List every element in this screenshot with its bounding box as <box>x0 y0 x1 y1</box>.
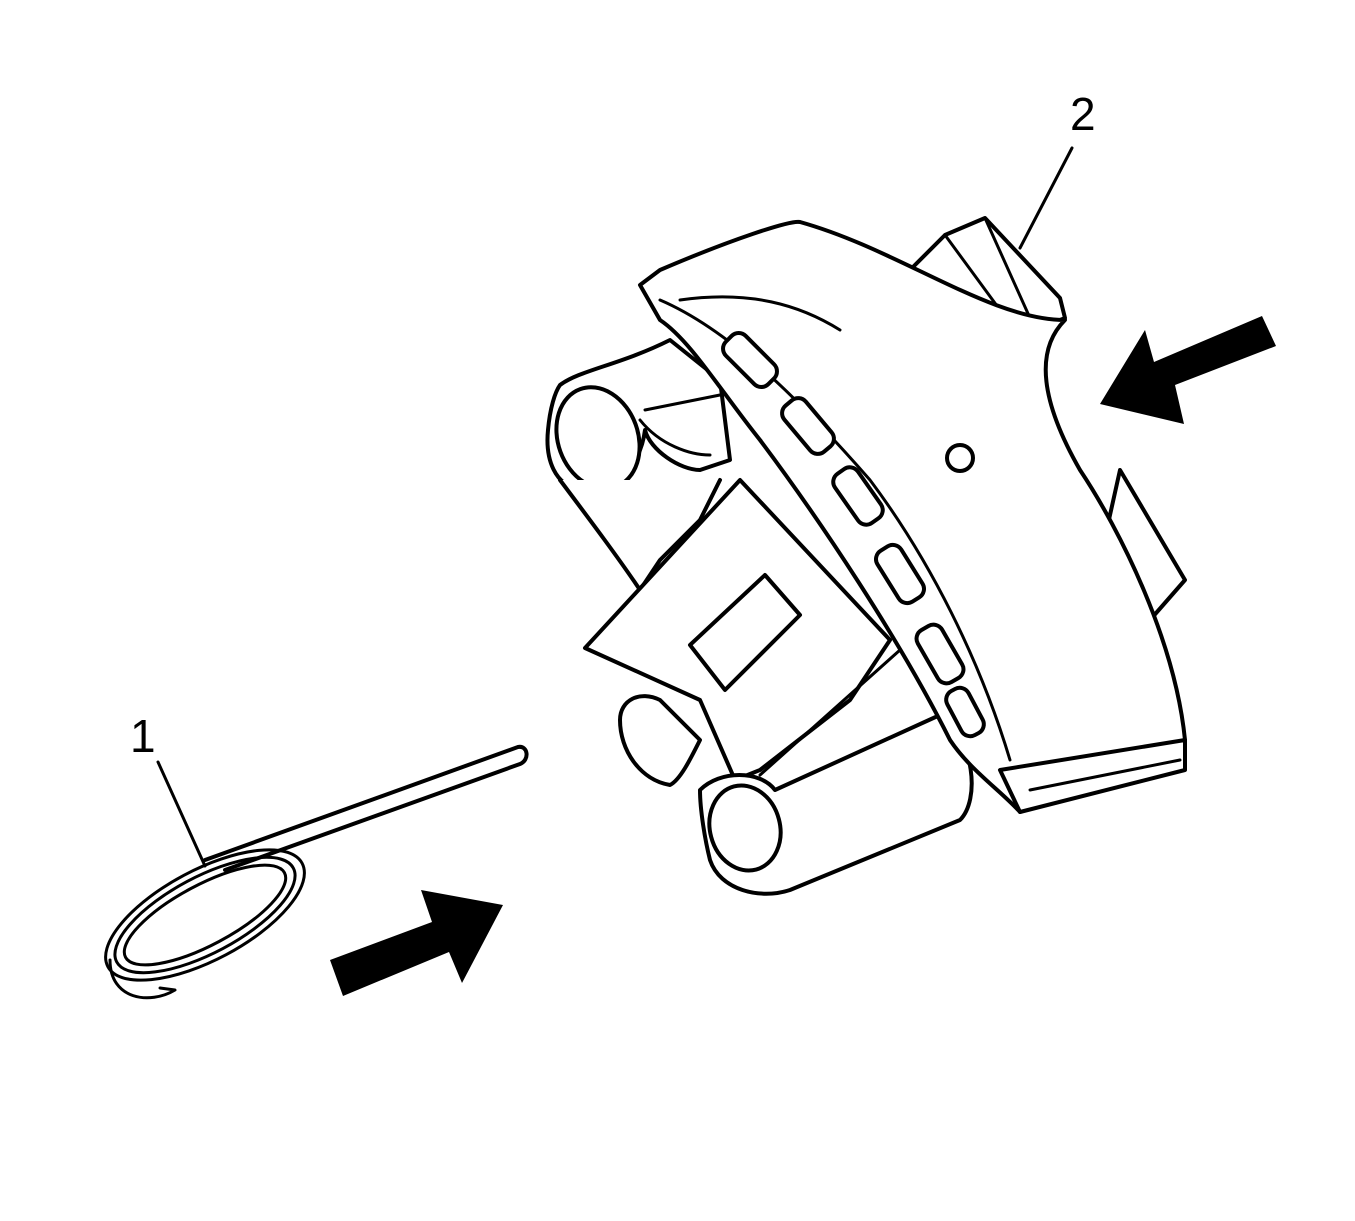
tensioner-housing <box>583 478 892 782</box>
upper-pivot-boss <box>545 338 732 592</box>
callout-2-label: 2 <box>1070 88 1096 140</box>
callout-2: 2 <box>1018 88 1096 250</box>
install-direction-arrow-spring <box>330 890 503 996</box>
shoe-lower-lip <box>998 738 1187 814</box>
callout-1-leader-line <box>156 760 207 868</box>
torsion-spring <box>104 744 529 1000</box>
tensioner-assembly <box>545 216 1187 896</box>
push-direction-arrow-tensioner <box>1100 316 1276 424</box>
shoe-rib-slots <box>721 331 986 739</box>
callout-1-label: 1 <box>130 710 156 762</box>
callout-1: 1 <box>130 710 207 868</box>
callout-2-leader-line <box>1018 146 1074 250</box>
